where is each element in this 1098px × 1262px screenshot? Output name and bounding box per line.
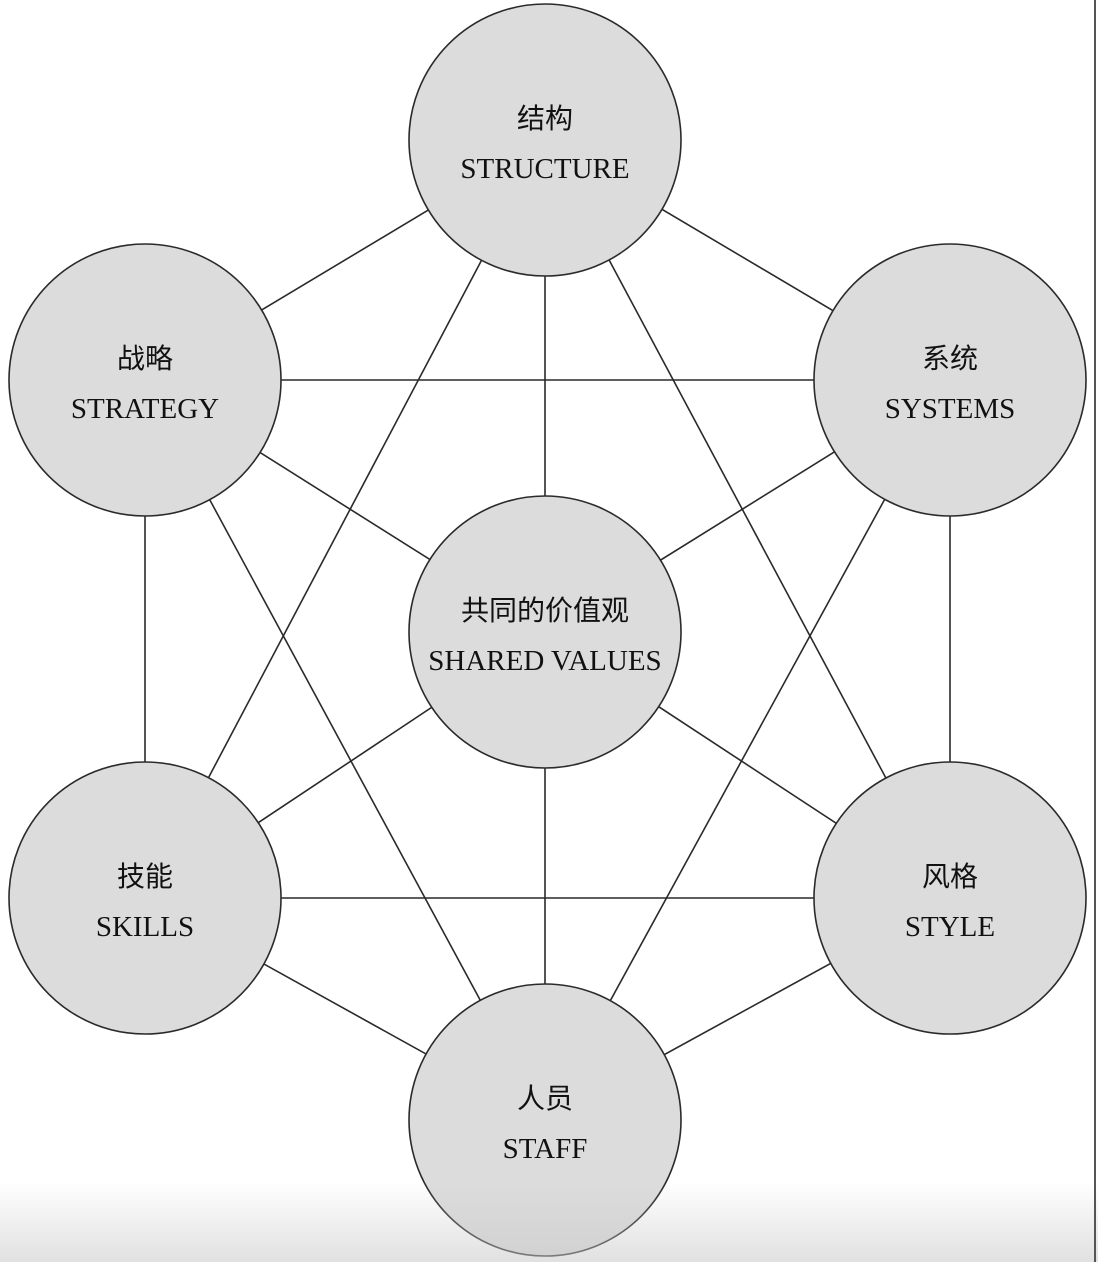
node-systems: 系统 SYSTEMS	[813, 243, 1087, 517]
node-circle-skills	[8, 761, 282, 1035]
node-label-en-structure: STRUCTURE	[460, 153, 629, 185]
node-label-zh-shared-values: 共同的价值观	[461, 594, 629, 627]
node-label-zh-style: 风格	[922, 860, 978, 893]
node-style: 风格 STYLE	[813, 761, 1087, 1035]
edge-strategy-staff	[144, 379, 546, 1121]
edge-systems-staff	[544, 379, 951, 1121]
node-label-zh-strategy: 战略	[117, 342, 173, 375]
node-label-zh-staff: 人员	[517, 1082, 573, 1115]
node-strategy: 战略 STRATEGY	[8, 243, 282, 517]
node-structure: 结构 STRUCTURE	[408, 3, 682, 277]
node-label-en-skills: SKILLS	[96, 911, 194, 943]
node-shared-values: 共同的价值观 SHARED VALUES	[408, 495, 682, 769]
node-staff: 人员 STAFF	[408, 983, 682, 1257]
node-circle-structure	[408, 3, 682, 277]
node-circle-staff	[408, 983, 682, 1257]
node-circle-shared-values	[408, 495, 682, 769]
node-label-en-staff: STAFF	[503, 1133, 588, 1165]
node-circle-systems	[813, 243, 1087, 517]
node-label-zh-structure: 结构	[517, 102, 573, 135]
node-skills: 技能 SKILLS	[8, 761, 282, 1035]
node-label-en-strategy: STRATEGY	[71, 393, 219, 425]
nodes-layer: 结构 STRUCTURE 战略 STRATEGY 系统 SYSTEMS 共同的价值观 SHAR…	[8, 3, 1087, 1257]
edge-structure-style	[544, 139, 951, 899]
node-label-en-shared-values: SHARED VALUES	[428, 645, 661, 677]
edge-structure-skills	[144, 139, 546, 899]
node-label-zh-skills: 技能	[117, 860, 173, 893]
node-label-en-style: STYLE	[905, 911, 995, 943]
node-circle-style	[813, 761, 1087, 1035]
right-edge-rule	[1094, 0, 1096, 1262]
node-label-en-systems: SYSTEMS	[885, 393, 1016, 425]
node-circle-strategy	[8, 243, 282, 517]
node-label-zh-systems: 系统	[922, 342, 978, 375]
